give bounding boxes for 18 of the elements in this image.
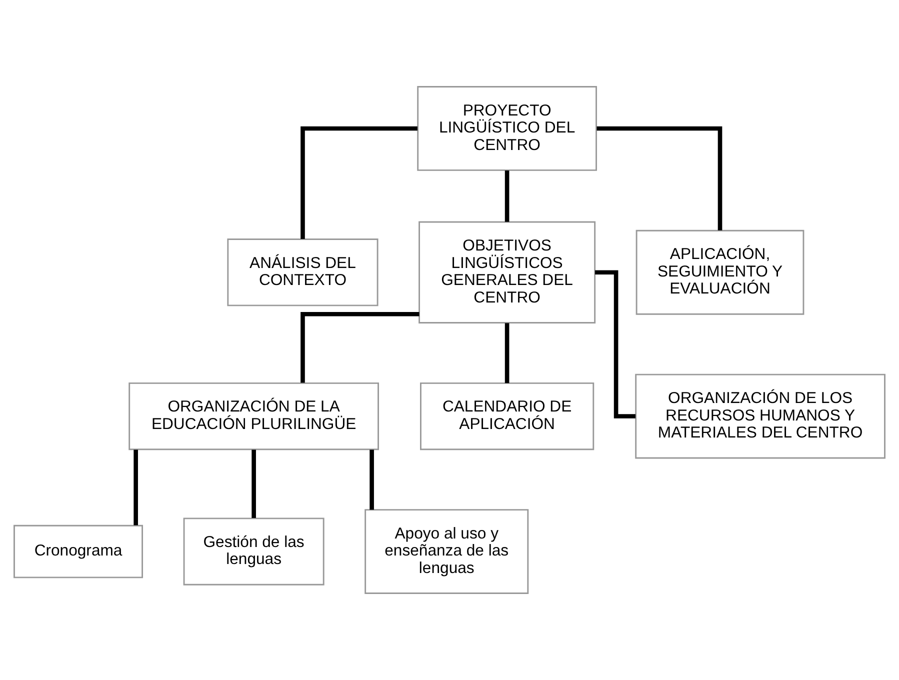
connector [300,312,420,383]
connector [134,450,138,526]
node-box: Gestión de las lenguas [183,518,324,586]
node-box: ANÁLISIS DEL CONTEXTO [227,238,378,306]
node-box: PROYECTO LINGÜÍSTICO DEL CENTRO [417,86,597,171]
node-box: ORGANIZACIÓN DE LOS RECURSOS HUMANOS Y MATERIALES DEL CENTRO [635,374,886,459]
connector [504,323,510,384]
node-box: Apoyo al uso y enseñanza de las lenguas [364,509,529,594]
node-box: OBJETIVOS LINGÜÍSTICOS GENERALES DEL CENTRO [418,221,596,324]
connector [252,450,256,518]
node-box: Cronograma [14,524,144,578]
connector [504,170,510,222]
connector [596,126,722,230]
connector [370,450,374,510]
node-box: ORGANIZACIÓN DE LA EDUCACIÓN PLURILINGÜE [128,382,379,450]
node-box: CALENDARIO DE APLICACIÓN [420,382,594,450]
connector [300,126,418,239]
node-box: APLICACIÓN, SEGUIMIENTO Y EVALUACIÓN [636,230,804,315]
